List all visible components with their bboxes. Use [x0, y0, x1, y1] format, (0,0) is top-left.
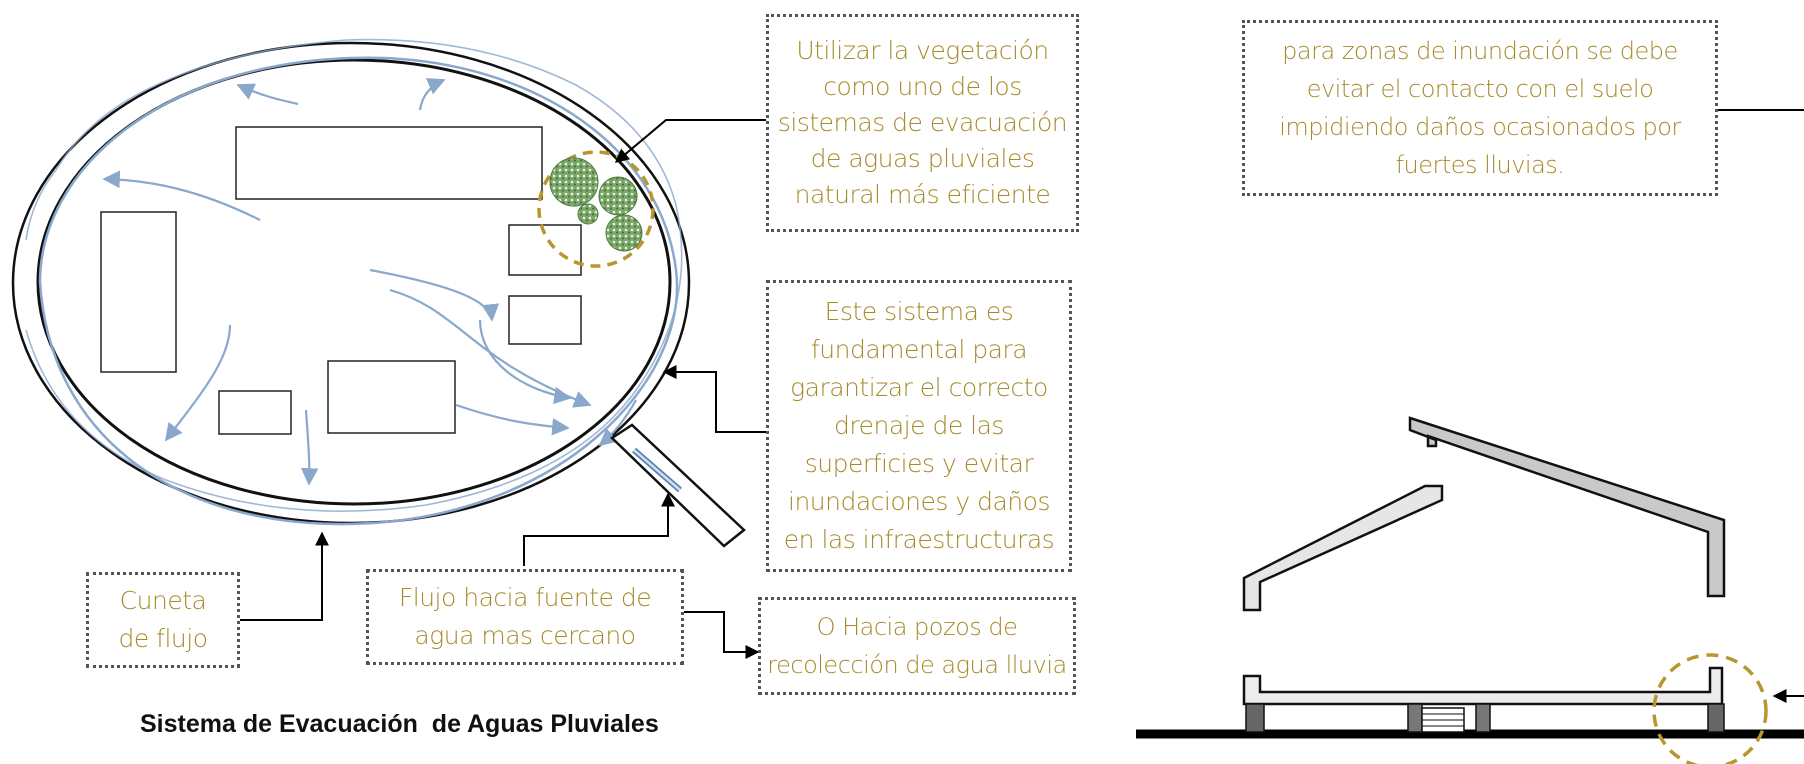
- vegetation: [537, 150, 655, 268]
- flow-arrow: [418, 78, 446, 111]
- roof-left: [1242, 484, 1444, 612]
- tree-icon: [605, 214, 643, 252]
- flow-arrow: [300, 409, 319, 486]
- callout-cuneta-text: Cuneta de flujo: [118, 586, 208, 653]
- building-5: [327, 360, 456, 434]
- gutter-channel-wave: [25, 38, 683, 512]
- highlight-circle: [537, 150, 655, 268]
- building-2: [100, 211, 177, 373]
- callout-wells-text: O Hacia pozos de recolección de agua llu…: [767, 613, 1067, 679]
- roof-right: [1408, 416, 1726, 598]
- building-4: [508, 295, 582, 345]
- callout-vegetation-text: Utilizar la vegetación como uno de los s…: [777, 36, 1068, 209]
- highlight-circle: [1652, 653, 1768, 764]
- tree-icon: [549, 157, 599, 207]
- pier: [1707, 703, 1725, 733]
- flow-arrow: [236, 83, 299, 106]
- callout-flood-text: para zonas de inundación se debe evitar …: [1279, 37, 1681, 179]
- flow-arrows: [102, 78, 637, 486]
- callout-flood: para zonas de inundación se debe evitar …: [1242, 20, 1718, 196]
- tree-icon: [577, 203, 599, 225]
- site-plan: [11, 38, 746, 548]
- callout-flow-text: Flujo hacia fuente de agua mas cercano: [398, 583, 652, 650]
- flow-arrow: [478, 319, 572, 405]
- callout-vegetation: Utilizar la vegetación como uno de los s…: [766, 14, 1079, 232]
- callout-system-text: Este sistema es fundamental para garanti…: [783, 297, 1055, 554]
- building-1: [235, 126, 543, 200]
- flow-arrow: [369, 268, 500, 322]
- callout-wells: O Hacia pozos de recolección de agua llu…: [758, 597, 1076, 695]
- callout-cuneta: Cuneta de flujo: [86, 572, 240, 668]
- flow-arrow: [598, 399, 637, 447]
- flow-arrow: [455, 403, 570, 436]
- callout-flow: Flujo hacia fuente de agua mas cercano: [366, 569, 684, 665]
- flow-arrow: [102, 170, 261, 221]
- floor-slab: [1242, 666, 1724, 706]
- gutter-channel: [38, 56, 679, 526]
- diagram-caption: Sistema de Evacuación de Aguas Pluviales: [140, 710, 659, 738]
- callout-system: Este sistema es fundamental para garanti…: [766, 280, 1072, 572]
- drainage-pipe: [610, 423, 746, 548]
- flow-arrow: [164, 324, 232, 442]
- building-6: [218, 390, 292, 435]
- site-boundary-inner: [36, 58, 672, 506]
- pier: [1245, 703, 1265, 733]
- house-section: [1136, 109, 1804, 764]
- flow-arrow: [389, 288, 592, 408]
- pier: [1475, 703, 1491, 733]
- connectors-left: [240, 119, 766, 659]
- tree-icon: [598, 176, 638, 216]
- pier: [1407, 703, 1423, 733]
